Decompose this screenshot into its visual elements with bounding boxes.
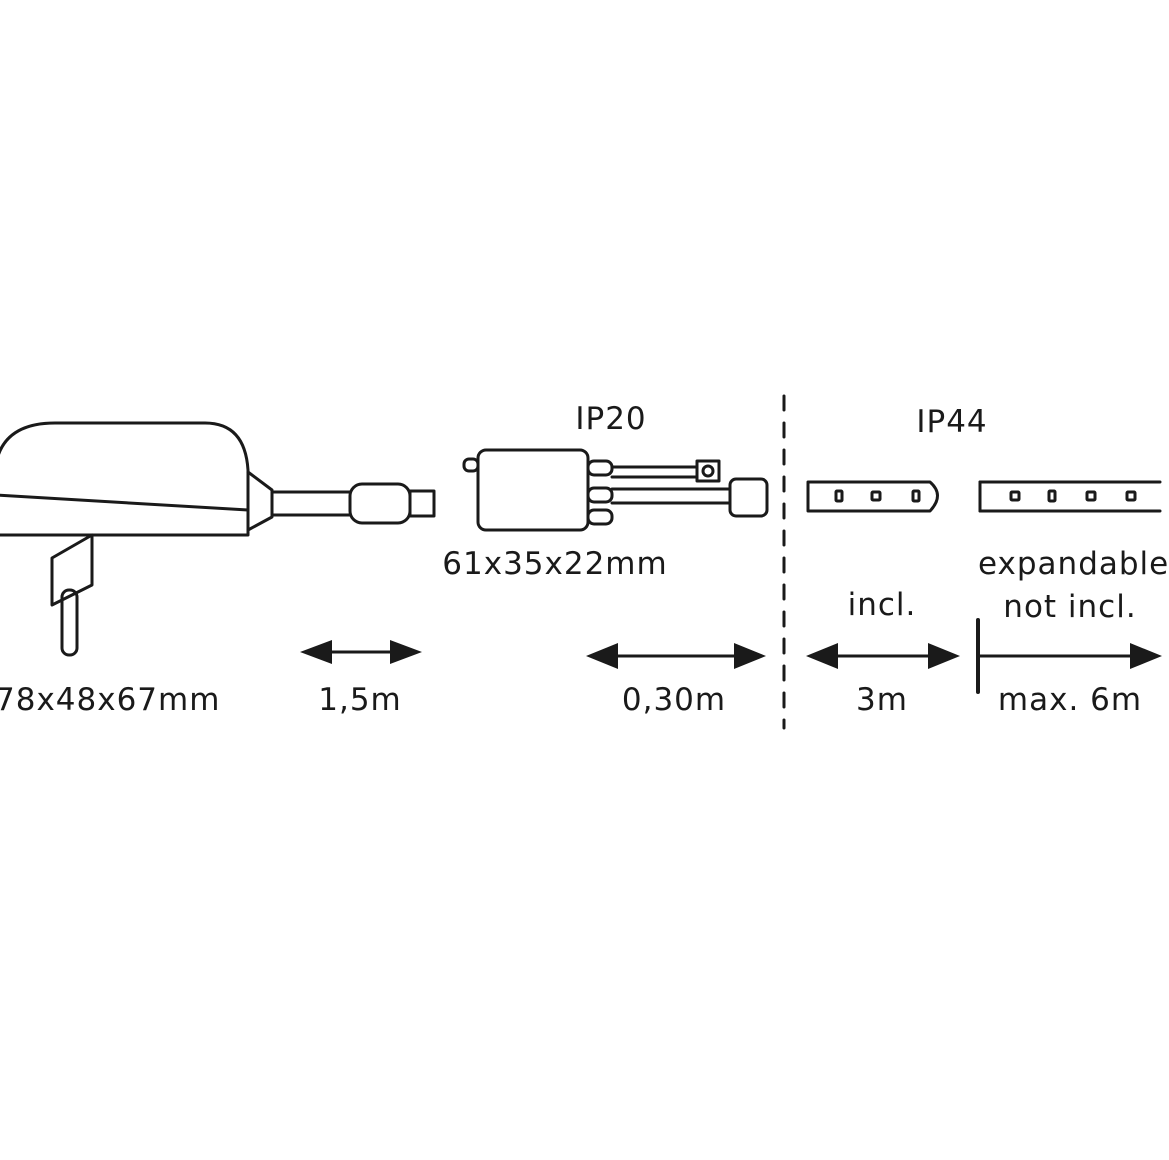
max-length-label: max. 6m: [997, 682, 1143, 718]
ir-receiver: [695, 459, 721, 483]
adapter-pin: [60, 588, 79, 657]
cable-2-length-label: 0,30m: [621, 682, 727, 718]
adapter-cable-collar: [246, 470, 274, 532]
controller-tab-3: [586, 508, 614, 526]
ir-receiver-eye: [701, 464, 715, 478]
ip-rating-strip-label: IP44: [916, 404, 988, 440]
led-strip-included-icon: [806, 480, 939, 513]
strip-outline-included: [806, 480, 939, 513]
power-adapter-icon: [0, 421, 436, 657]
led-strip-expansion-icon: [978, 480, 1162, 513]
controller-icon: [462, 448, 769, 532]
max-length-arrow-icon: [976, 618, 1147, 694]
controller-dimensions-label: 61x35x22mm: [442, 546, 668, 582]
adapter-seam: [0, 493, 250, 512]
strip-connector: [728, 477, 769, 518]
controller-tab-left: [462, 457, 480, 473]
adapter-body: [0, 421, 250, 537]
strip-included-label: incl.: [847, 587, 917, 623]
expandable-label: expandable: [978, 546, 1169, 582]
controller-body: [476, 448, 590, 532]
controller-tab-1: [586, 459, 614, 477]
dc-plug: [348, 482, 412, 525]
ip-rating-controller-label: IP20: [575, 401, 647, 437]
strip-length-label: 3m: [856, 682, 908, 718]
cable-1-length-label: 1,5m: [318, 682, 402, 718]
adapter-dimensions-label: 78x48x67mm: [0, 682, 221, 718]
controller-tab-2: [586, 486, 614, 504]
dc-plug-tip: [408, 489, 436, 518]
not-included-label: not incl.: [1003, 589, 1137, 625]
adapter-prong-housing: [50, 533, 94, 607]
